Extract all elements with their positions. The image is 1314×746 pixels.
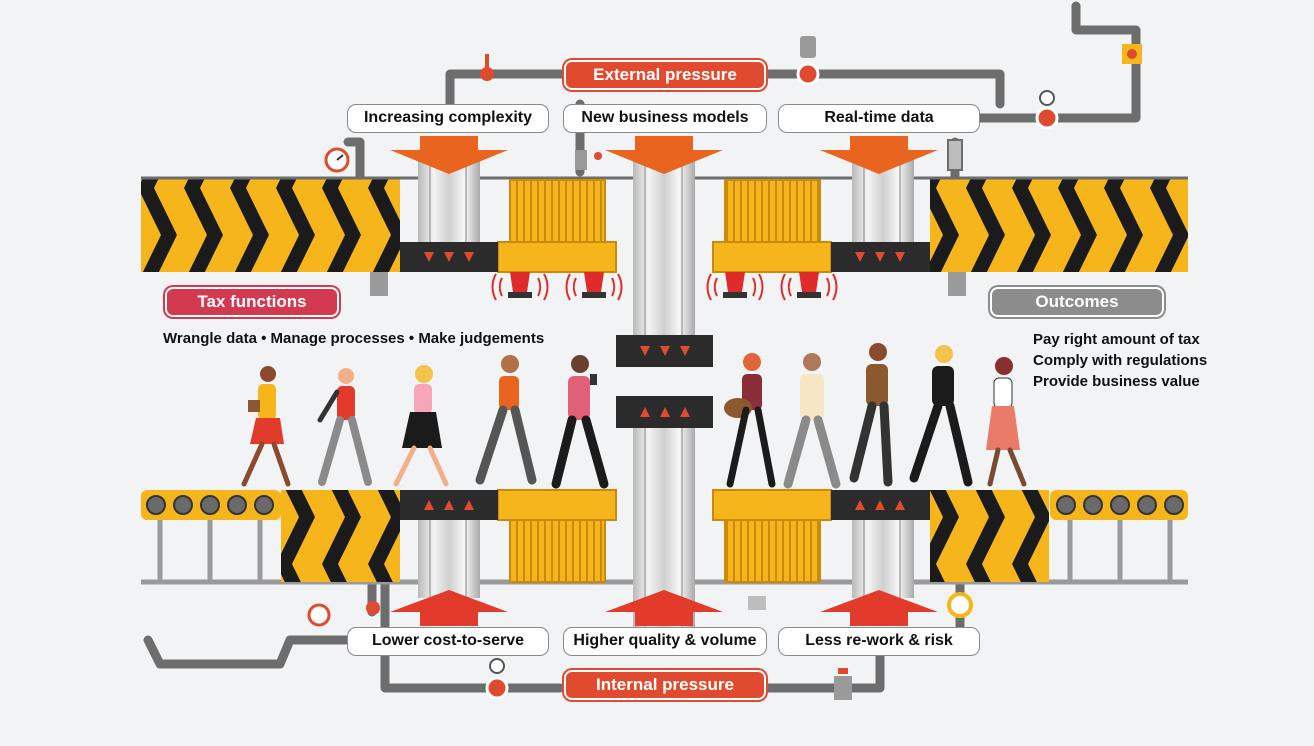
- person-icon: [849, 343, 893, 487]
- outcome-item-comply: Comply with regulations: [1033, 352, 1208, 369]
- person-icon: [724, 353, 776, 488]
- outcome-item-value: Provide business value: [1033, 373, 1200, 390]
- person-icon: [783, 353, 841, 489]
- person-icon: [551, 355, 609, 489]
- pressure-arrows: [390, 136, 938, 626]
- grill-blocks: [370, 179, 966, 583]
- pistons: [418, 160, 914, 627]
- external-pressure-label: External pressure: [564, 60, 766, 90]
- tax-functions-label: Tax functions: [165, 287, 339, 317]
- outcome-item-tax: Pay right amount of tax: [1033, 331, 1200, 348]
- outcomes-label: Outcomes: [990, 287, 1164, 317]
- person-icon: [909, 345, 973, 487]
- higher-quality-label: Higher quality & volume: [563, 627, 767, 656]
- internal-pressure-label: Internal pressure: [564, 670, 766, 700]
- person-icon: [241, 366, 291, 487]
- person-icon: [986, 357, 1027, 487]
- person-icon: [317, 368, 372, 486]
- tax-functions-description: Wrangle data • Manage processes • Make j…: [163, 330, 545, 347]
- walking-people: [241, 343, 1027, 489]
- valves: [307, 36, 1142, 700]
- increasing-complexity-label: Increasing complexity: [347, 104, 549, 133]
- alarm-light-icons: [491, 272, 838, 301]
- person-icon: [393, 365, 449, 487]
- arrow-strips: [400, 242, 930, 520]
- less-rework-label: Less re-work & risk: [778, 627, 980, 656]
- person-icon: [475, 355, 537, 485]
- real-time-data-label: Real-time data: [778, 104, 980, 133]
- lower-cost-label: Lower cost-to-serve: [347, 627, 549, 656]
- new-business-models-label: New business models: [563, 104, 767, 133]
